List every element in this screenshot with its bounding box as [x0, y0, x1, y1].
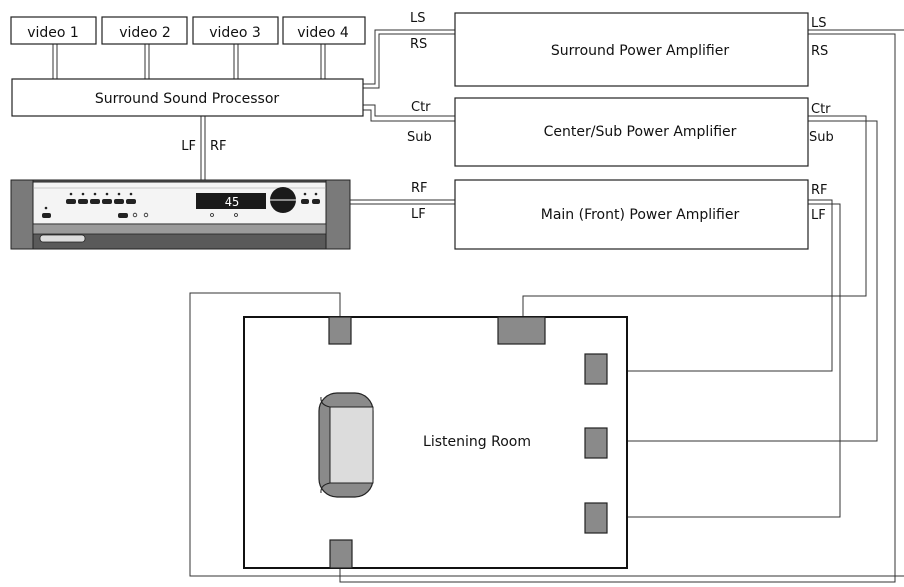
source-video-2-label: video 2: [119, 25, 171, 41]
center-sub-amp-out-ctr: Ctr: [811, 102, 831, 117]
speaker-front-left: [584, 502, 608, 534]
surround-amp-out-rs: RS: [811, 44, 828, 59]
main-amp-label: Main (Front) Power Amplifier: [541, 207, 740, 223]
surround-amp-in-rs: RS: [410, 37, 427, 52]
lf-speaker-wire: [607, 203, 841, 518]
source-video-4-label: video 4: [297, 25, 349, 41]
processor-to-receiver-wires: [200, 116, 206, 180]
surround-sound-processor: [11, 78, 364, 117]
listening-room: Listening Room: [243, 316, 628, 569]
rf-speaker-wire: [607, 199, 833, 372]
video-sources: video 1 video 2 video 3 video 4: [10, 16, 366, 45]
rs-speaker-wire: [339, 33, 896, 583]
speaker-left-surround: [328, 316, 352, 345]
main-amp-out-rf: RF: [811, 183, 828, 198]
surround-amp-in-ls: LS: [410, 11, 426, 26]
processor-label: Surround Sound Processor: [95, 91, 280, 107]
processor-out-rf-label: RF: [210, 139, 227, 154]
speaker-subwoofer: [584, 427, 608, 459]
center-sub-amp-in-sub: Sub: [407, 130, 432, 145]
center-sub-amp-in-ctr: Ctr: [411, 100, 431, 115]
surround-amp-out-ls: LS: [811, 16, 827, 31]
couch: [318, 392, 374, 498]
processor-out-lf-label: LF: [181, 139, 196, 154]
source-video-2: [101, 16, 188, 45]
center-speaker-wire: [522, 115, 867, 317]
main-front-power-amplifier: Main (Front) Power Amplifier RF LF RF LF: [411, 179, 828, 250]
main-amp-out-lf: LF: [811, 208, 826, 223]
receiver-display: [196, 193, 266, 209]
source-video-1-label: video 1: [27, 25, 79, 41]
center-sub-amp-out-sub: Sub: [809, 130, 834, 145]
center-sub-amp-label: Center/Sub Power Amplifier: [544, 124, 737, 140]
speaker-center: [497, 316, 546, 345]
receiver-to-main-amp-wires: [350, 199, 455, 205]
wiring: [52, 29, 904, 583]
sub-speaker-wire: [607, 120, 878, 442]
room-label: Listening Room: [423, 434, 531, 450]
source-video-3-label: video 3: [209, 25, 261, 41]
main-amp-in-rf: RF: [411, 181, 428, 196]
ls-speaker-wire-loop: [189, 292, 904, 577]
receiver-unit: 45: [10, 179, 351, 250]
source-video-4: [282, 16, 366, 45]
surround-power-amplifier: Surround Power Amplifier LS RS LS RS: [410, 11, 828, 87]
center-sub-power-amplifier: Center/Sub Power Amplifier Ctr Sub Ctr S…: [407, 97, 834, 167]
speaker-right-surround: [329, 539, 353, 569]
processor-to-centersub-amp-wires: [363, 104, 455, 122]
speaker-front-right: [584, 353, 608, 385]
source-video-3: [192, 16, 279, 45]
receiver-display-value: 45: [225, 195, 239, 209]
receiver-left-handle: [10, 179, 34, 250]
receiver-right-handle: [325, 179, 351, 250]
receiver-buttons: [42, 192, 320, 218]
processor-to-surround-amp-wires: [363, 29, 455, 89]
source-video-1: [10, 16, 97, 45]
receiver-logo: [39, 234, 86, 243]
surround-amp-label: Surround Power Amplifier: [551, 43, 729, 59]
main-amp-in-lf: LF: [411, 207, 426, 222]
video-source-wires: [52, 44, 326, 79]
